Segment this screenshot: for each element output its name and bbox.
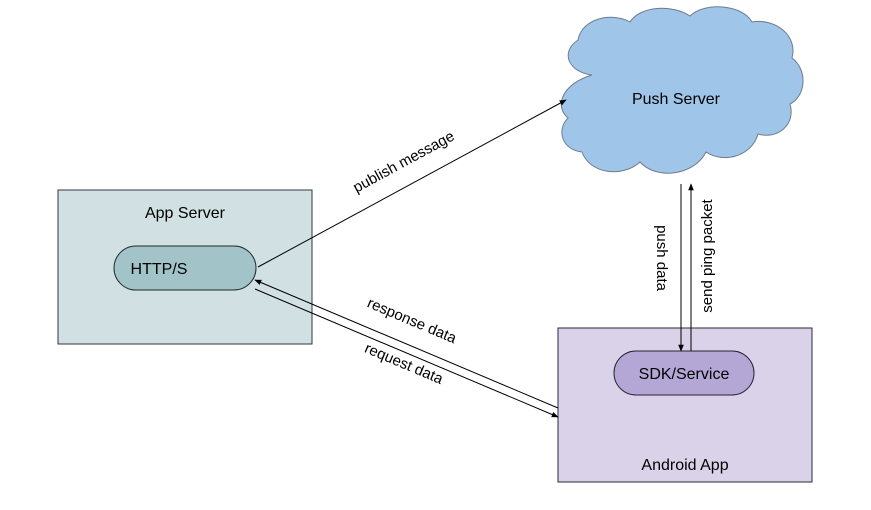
app-server-label: App Server <box>145 205 226 222</box>
request-data-arrow <box>254 288 559 418</box>
app-server-node: App Server HTTP/S <box>57 189 313 345</box>
http-label: HTTP/S <box>131 261 188 278</box>
response-data-label: response data <box>365 295 460 348</box>
push-server-label: Push Server <box>632 91 721 108</box>
sdk-pill <box>613 350 755 396</box>
android-app-node: SDK/Service Android App <box>557 327 813 483</box>
response-data-arrow <box>254 279 559 409</box>
sdk-label: SDK/Service <box>639 366 730 383</box>
push-server-node: Push Server <box>560 6 804 174</box>
http-pill <box>113 245 257 291</box>
publish-message-arrow <box>257 99 567 268</box>
android-app-label: Android App <box>641 457 728 474</box>
push-data-label: push data <box>653 225 670 292</box>
publish-message-label: publish message <box>350 128 457 197</box>
push-server-cloud-shape <box>560 6 804 174</box>
send-ping-packet-label: send ping packet <box>699 198 716 312</box>
